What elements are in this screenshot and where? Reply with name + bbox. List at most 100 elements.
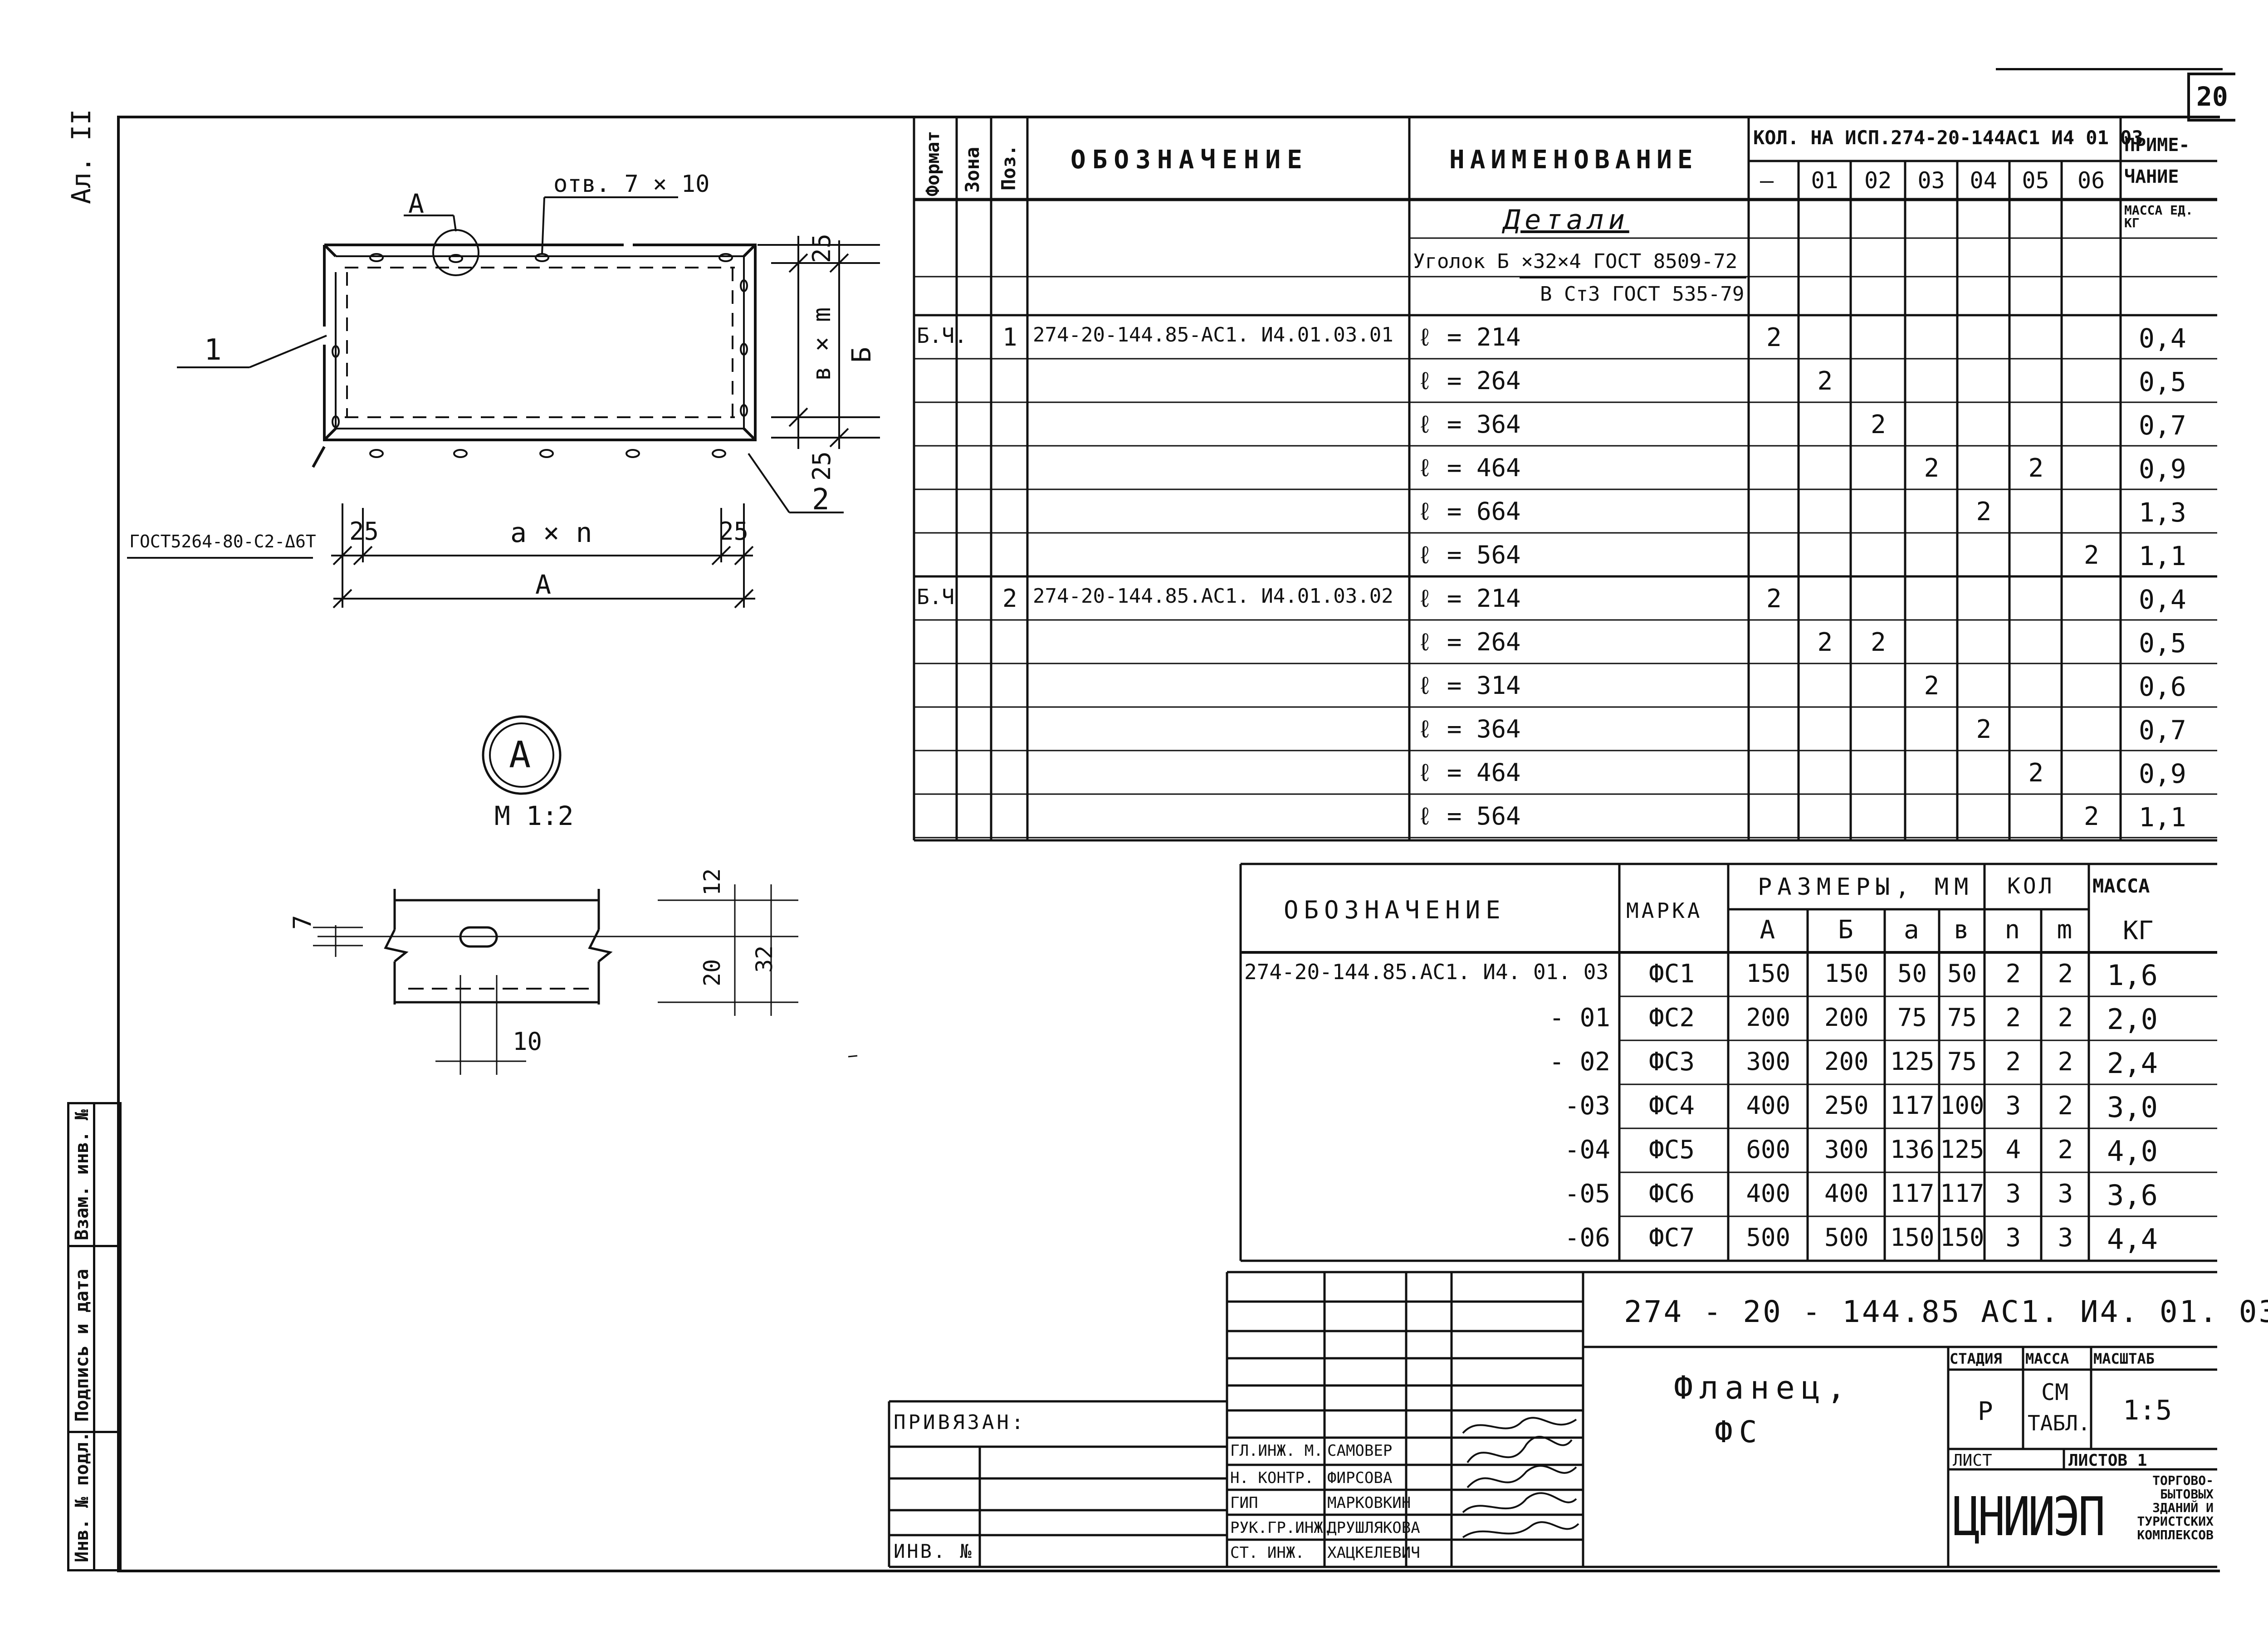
spec-name: ℓ = 364 [1418,715,1521,743]
spec-name: ℓ = 664 [1418,497,1521,526]
dims-header-mass-unit: кг [2123,916,2154,946]
signer-role: ГИП [1230,1494,1258,1512]
title-name-line1: Фланец, [1674,1369,1853,1406]
spec-qty: 2 [1817,628,1833,657]
stamp-inv-podl: Инв. № подл. [72,1431,93,1562]
dims-value: 125 [1890,1047,1935,1076]
dims-value: 2 [2058,959,2073,989]
dim-25-top: 25 [807,233,836,263]
spec-name: ℓ = 364 [1418,410,1521,439]
signer-name: Фирсова [1327,1469,1393,1487]
stage-label: Стадия [1950,1350,2002,1367]
stamp-vzam-inv: Взам. инв. № [72,1109,93,1240]
dims-value: 150 [1940,1223,1984,1252]
dims-value: 200 [1824,1003,1869,1032]
spec-note: 1,1 [2139,541,2186,571]
scale-value: 1:5 [2123,1395,2172,1426]
spec-note: 1,1 [2139,802,2186,833]
dims-value: 500 [1746,1223,1791,1252]
spec-name: ℓ = 214 [1418,323,1521,351]
dims-mass: 3,0 [2107,1091,2158,1124]
spec-designation: 274-20-144.85.АС1. И4.01.03.02 [1033,585,1393,608]
spec-note: 0,7 [2139,715,2186,746]
inv-label: Инв. № [894,1540,973,1562]
dims-subheader: А [1760,915,1775,945]
signer-role: Н. контр. [1230,1469,1314,1487]
sheet-label: Лист [1953,1451,1992,1470]
dims-mass: 1,6 [2107,959,2158,992]
dims-value: 136 [1890,1135,1935,1164]
stage-value: Р [1978,1397,1993,1426]
qty-col-header: 02 [1864,167,1892,194]
dims-value: 75 [1947,1047,1977,1076]
spec-name: ℓ = 464 [1418,454,1521,482]
dims-value: 3 [2005,1179,2021,1209]
detail-dim-32: 32 [751,945,777,973]
spec-qty: 2 [1871,628,1886,657]
dims-value: 2 [2005,1003,2021,1033]
spec-qty: 2 [1924,454,1940,483]
dims-subheader: m [2057,915,2072,945]
detail-dim-20: 20 [699,959,725,986]
dims-header-qty: Кол [2007,873,2055,899]
spec-header-zone: Зона [961,146,983,193]
dims-value: 3 [2005,1223,2021,1253]
spec-table: Формат Зона Поз. Обозначение Наименовани… [913,116,2217,842]
dims-value: 300 [1824,1135,1869,1164]
qty-col-header: 04 [1970,167,1997,194]
signer-role: Ст. инж. [1230,1544,1305,1562]
dims-value: 2 [2058,1047,2073,1077]
spec-qty: 2 [1924,671,1940,701]
sheet-number: 20 [2196,81,2228,112]
dims-value: 200 [1746,1003,1791,1032]
dim-25-left: 25 [349,517,379,546]
dim-A: А [535,569,551,600]
spec-note: 0,7 [2139,410,2186,441]
title-name-line2: ФС [1715,1415,1764,1449]
spec-qty: 2 [2084,541,2099,570]
dim-b-pitch: в × m [807,307,836,381]
spec-qty: 2 [1817,366,1833,396]
side-stamp: Инв. № подл. Подпись и дата Взам. инв. № [67,1102,122,1571]
hole-note: отв. 7 × 10 [553,171,710,198]
spec-note: 0,4 [2139,584,2186,615]
dims-value: 150 [1746,959,1791,988]
spec-header-qty: Кол. на исп.274-20-144АС1 И4 01 03 [1753,127,2143,149]
spec-note: 0,5 [2139,366,2186,397]
dims-mass: 2,4 [2107,1047,2158,1080]
spec-material-fraction-line [1520,277,1746,278]
dims-value: 2 [2058,1135,2073,1165]
dims-designation: - 02 [1549,1047,1610,1077]
spec-material-top: Уголок Б ×32×4 ГОСТ 8509-72 [1413,250,1738,273]
spec-grid [913,116,2217,842]
dims-value: 2 [2058,1091,2073,1121]
spec-name: ℓ = 564 [1418,541,1521,569]
detail-dim-10: 10 [513,1027,543,1056]
qty-col-header: 03 [1917,167,1945,194]
callout-a: А [408,188,424,219]
dims-subheader: Б [1838,915,1853,945]
spec-note: 0,9 [2139,454,2186,484]
spec-note: 1,3 [2139,497,2186,528]
dims-mass: 3,6 [2107,1179,2158,1212]
dims-value: 2 [2005,959,2021,989]
spec-header-note: Приме-чание [2124,135,2190,187]
dims-mark: ФС3 [1649,1047,1695,1077]
dims-subheader: n [2004,915,2020,945]
dims-value: 4 [2005,1135,2021,1165]
position-1-label: 1 [204,333,222,367]
spec-note: 0,9 [2139,758,2186,789]
spec-qty: 2 [2028,454,2044,483]
qty-col-header: — [1760,167,1774,194]
qty-col-header: 05 [2022,167,2049,194]
detail-dim-7: 7 [288,915,317,930]
dims-subheader: в [1954,915,1969,945]
spec-qty: 2 [1766,584,1782,614]
dims-value: 2 [2005,1047,2021,1077]
spec-qty: 2 [1871,410,1886,439]
spec-qty: 2 [1976,497,1992,527]
spec-name: ℓ = 314 [1418,671,1521,700]
dims-mark: ФС5 [1649,1135,1695,1165]
dims-value: 600 [1746,1135,1791,1164]
dims-value: 300 [1746,1047,1791,1076]
